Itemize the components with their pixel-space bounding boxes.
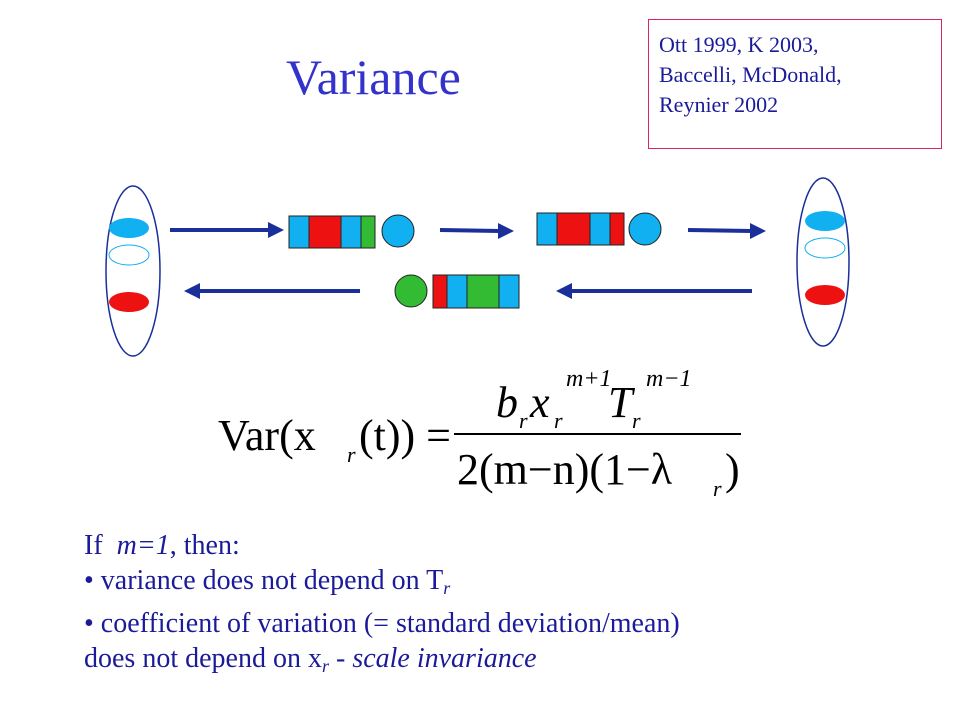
formula-num-T-sub: r [632,408,641,433]
scale-invariance-term: scale invariance [352,643,537,674]
queue-3 [432,274,520,309]
slide-title: Variance [286,49,461,105]
variance-formula: Var(x r (t)) = b r x r m+1 T r m−1 2(m−n… [218,366,741,501]
bullet-coefficient: • coefficient of variation (= standard d… [84,608,680,639]
formula-num-b-sub: r [519,408,528,433]
formula-num-x-sup: m+1 [566,366,612,392]
server-3 [394,274,428,308]
condition-prefix: If [84,530,103,561]
server-1 [381,214,415,248]
formula-num-x-sub: r [554,408,563,433]
formula-num-T: T [608,378,636,427]
formula-den-sub: r [713,476,722,501]
formula-den: 2(m−n)(1−λ [457,445,673,494]
condition-value: m=1 [116,530,170,561]
formula-num-b: b [496,378,518,427]
left-empty-flow [108,244,150,266]
formula-num-x: x [529,378,550,427]
formula-lhs-sub: r [347,442,356,467]
reference-line: Ott 1999, K 2003, [659,32,819,57]
bullet-variance: • variance does not depend on Tr [84,565,451,598]
reference-line: Baccelli, McDonald, [659,62,842,87]
scale-invariance-line: does not depend on xr - scale invariance [84,643,537,676]
reference-box: Ott 1999, K 2003, Baccelli, McDonald, Re… [648,19,942,149]
condition-line: If m=1, then: [84,528,680,563]
condition-suffix: , then: [169,530,240,561]
queue-1 [288,215,376,249]
left-red-flow [109,292,149,312]
arrow-right-icon [687,228,753,233]
body-text: If m=1, then: • variance does not depend… [84,528,680,684]
server-2 [628,212,662,246]
right-cyan-flow [805,211,845,231]
formula-lhs: Var(x [218,411,316,460]
queue-2 [536,212,625,246]
left-node-ellipse [105,185,161,357]
formula-num-T-sup: m−1 [646,366,692,392]
right-red-flow [805,285,845,305]
right-node-ellipse [796,177,850,347]
left-cyan-flow [109,218,149,238]
formula-den-tail: ) [725,445,740,494]
right-empty-flow [804,237,846,259]
reference-line: Reynier 2002 [659,92,779,117]
arrow-right-icon [439,228,501,233]
formula-lhs-tail: (t)) = [359,411,451,460]
